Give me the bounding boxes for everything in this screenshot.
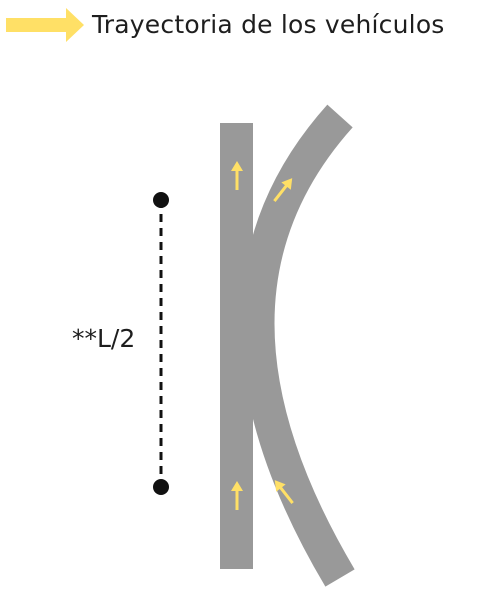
legend-arrow-icon: [6, 8, 84, 42]
curved-road: [240, 104, 355, 587]
arrow-curve-bottom-icon: [274, 480, 294, 504]
legend-arrow-shape: [6, 8, 84, 42]
legend-label: Trayectoria de los vehículos: [92, 10, 445, 39]
legend: Trayectoria de los vehículos: [0, 0, 478, 50]
dimension-endpoint-top: [153, 192, 169, 208]
dimension-label: **L/2: [72, 324, 136, 353]
dimension-endpoint-bottom: [153, 479, 169, 495]
arrow-curve-top-icon: [273, 178, 293, 202]
arrow-straight-bottom-icon: [231, 481, 243, 510]
arrow-straight-top-icon: [231, 161, 243, 190]
